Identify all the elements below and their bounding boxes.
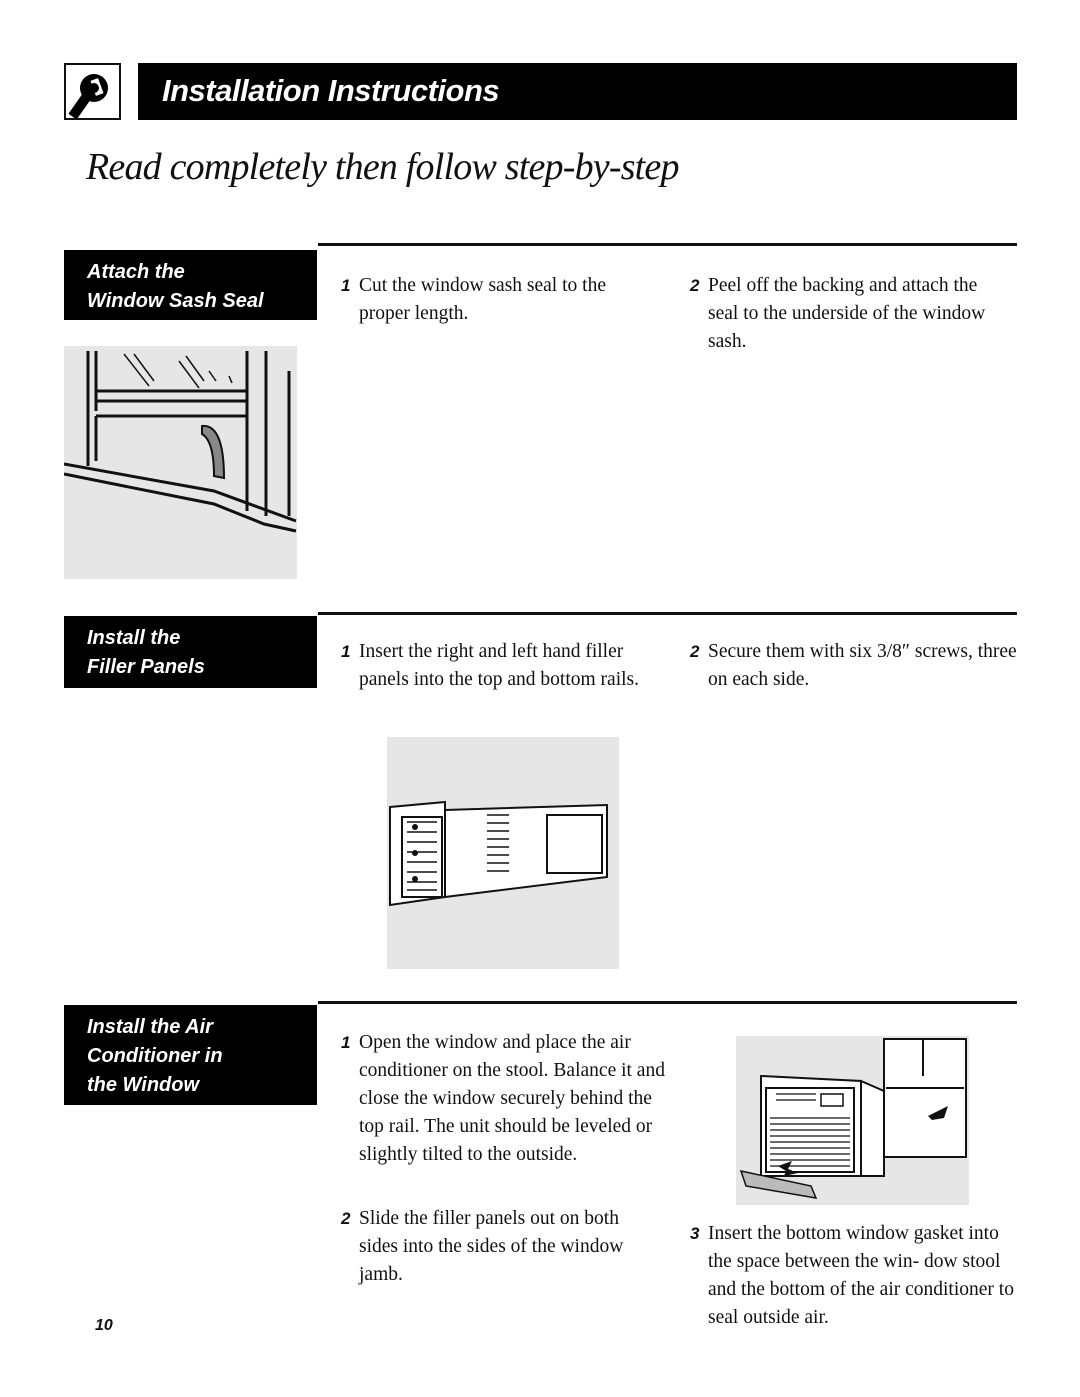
- step-2: 2 Slide the filler panels out on both si…: [341, 1205, 651, 1289]
- step-number: 1: [341, 1033, 351, 1052]
- step-text: Cut the window sash seal to the proper l…: [359, 275, 606, 324]
- step-2: 2 Peel off the backing and attach the se…: [690, 272, 1010, 356]
- step-text: Peel off the backing and attach the seal…: [708, 275, 986, 352]
- step-2: 2 Secure them with six 3/8″ screws, thre…: [690, 638, 1020, 694]
- step-1: 1 Open the window and place the air cond…: [341, 1029, 671, 1169]
- step-number: 1: [341, 642, 351, 661]
- section-label-sash-seal: Attach the Window Sash Seal: [64, 250, 317, 320]
- step-number: 2: [341, 1209, 351, 1228]
- section-label-install-ac: Install the Air Conditioner in the Windo…: [64, 1005, 317, 1105]
- page-number: 10: [95, 1317, 113, 1334]
- filler-panels-illustration: [387, 737, 619, 969]
- step-text: Insert the right and left hand filler pa…: [359, 641, 639, 690]
- step-1: 1 Insert the right and left hand filler …: [341, 638, 641, 694]
- step-text: Insert the bottom window gasket into the…: [708, 1223, 1014, 1328]
- step-text: Open the window and place the air condit…: [359, 1032, 665, 1165]
- page-subtitle: Read completely then follow step-by-step: [86, 146, 680, 188]
- step-1: 1 Cut the window sash seal to the proper…: [341, 272, 641, 328]
- section-label-line: Install the: [87, 627, 181, 649]
- banner-title: Installation Instructions: [162, 73, 500, 108]
- section-label-filler-panels: Install the Filler Panels: [64, 616, 317, 688]
- section-label-line: Filler Panels: [87, 656, 205, 678]
- section-label-line: Install the Air: [87, 1016, 213, 1038]
- section-label-line: Attach the: [87, 261, 185, 283]
- section-label-line: Conditioner in: [87, 1045, 223, 1067]
- section-rule: [318, 1001, 1017, 1004]
- step-number: 2: [690, 642, 700, 661]
- step-3: 3 Insert the bottom window gasket into t…: [690, 1220, 1020, 1332]
- window-sash-seal-illustration: [63, 346, 297, 579]
- step-number: 3: [690, 1224, 700, 1243]
- section-label-line: the Window: [87, 1074, 200, 1096]
- step-text: Slide the filler panels out on both side…: [359, 1208, 624, 1285]
- step-text: Secure them with six 3/8″ screws, three …: [708, 641, 1017, 690]
- section-rule: [318, 612, 1017, 615]
- step-number: 2: [690, 276, 700, 295]
- air-conditioner-in-window-illustration: [736, 1036, 969, 1205]
- wrench-icon: [64, 63, 121, 120]
- section-label-line: Window Sash Seal: [87, 290, 264, 312]
- section-banner: Installation Instructions: [138, 63, 1017, 120]
- section-rule: [318, 243, 1017, 246]
- step-number: 1: [341, 276, 351, 295]
